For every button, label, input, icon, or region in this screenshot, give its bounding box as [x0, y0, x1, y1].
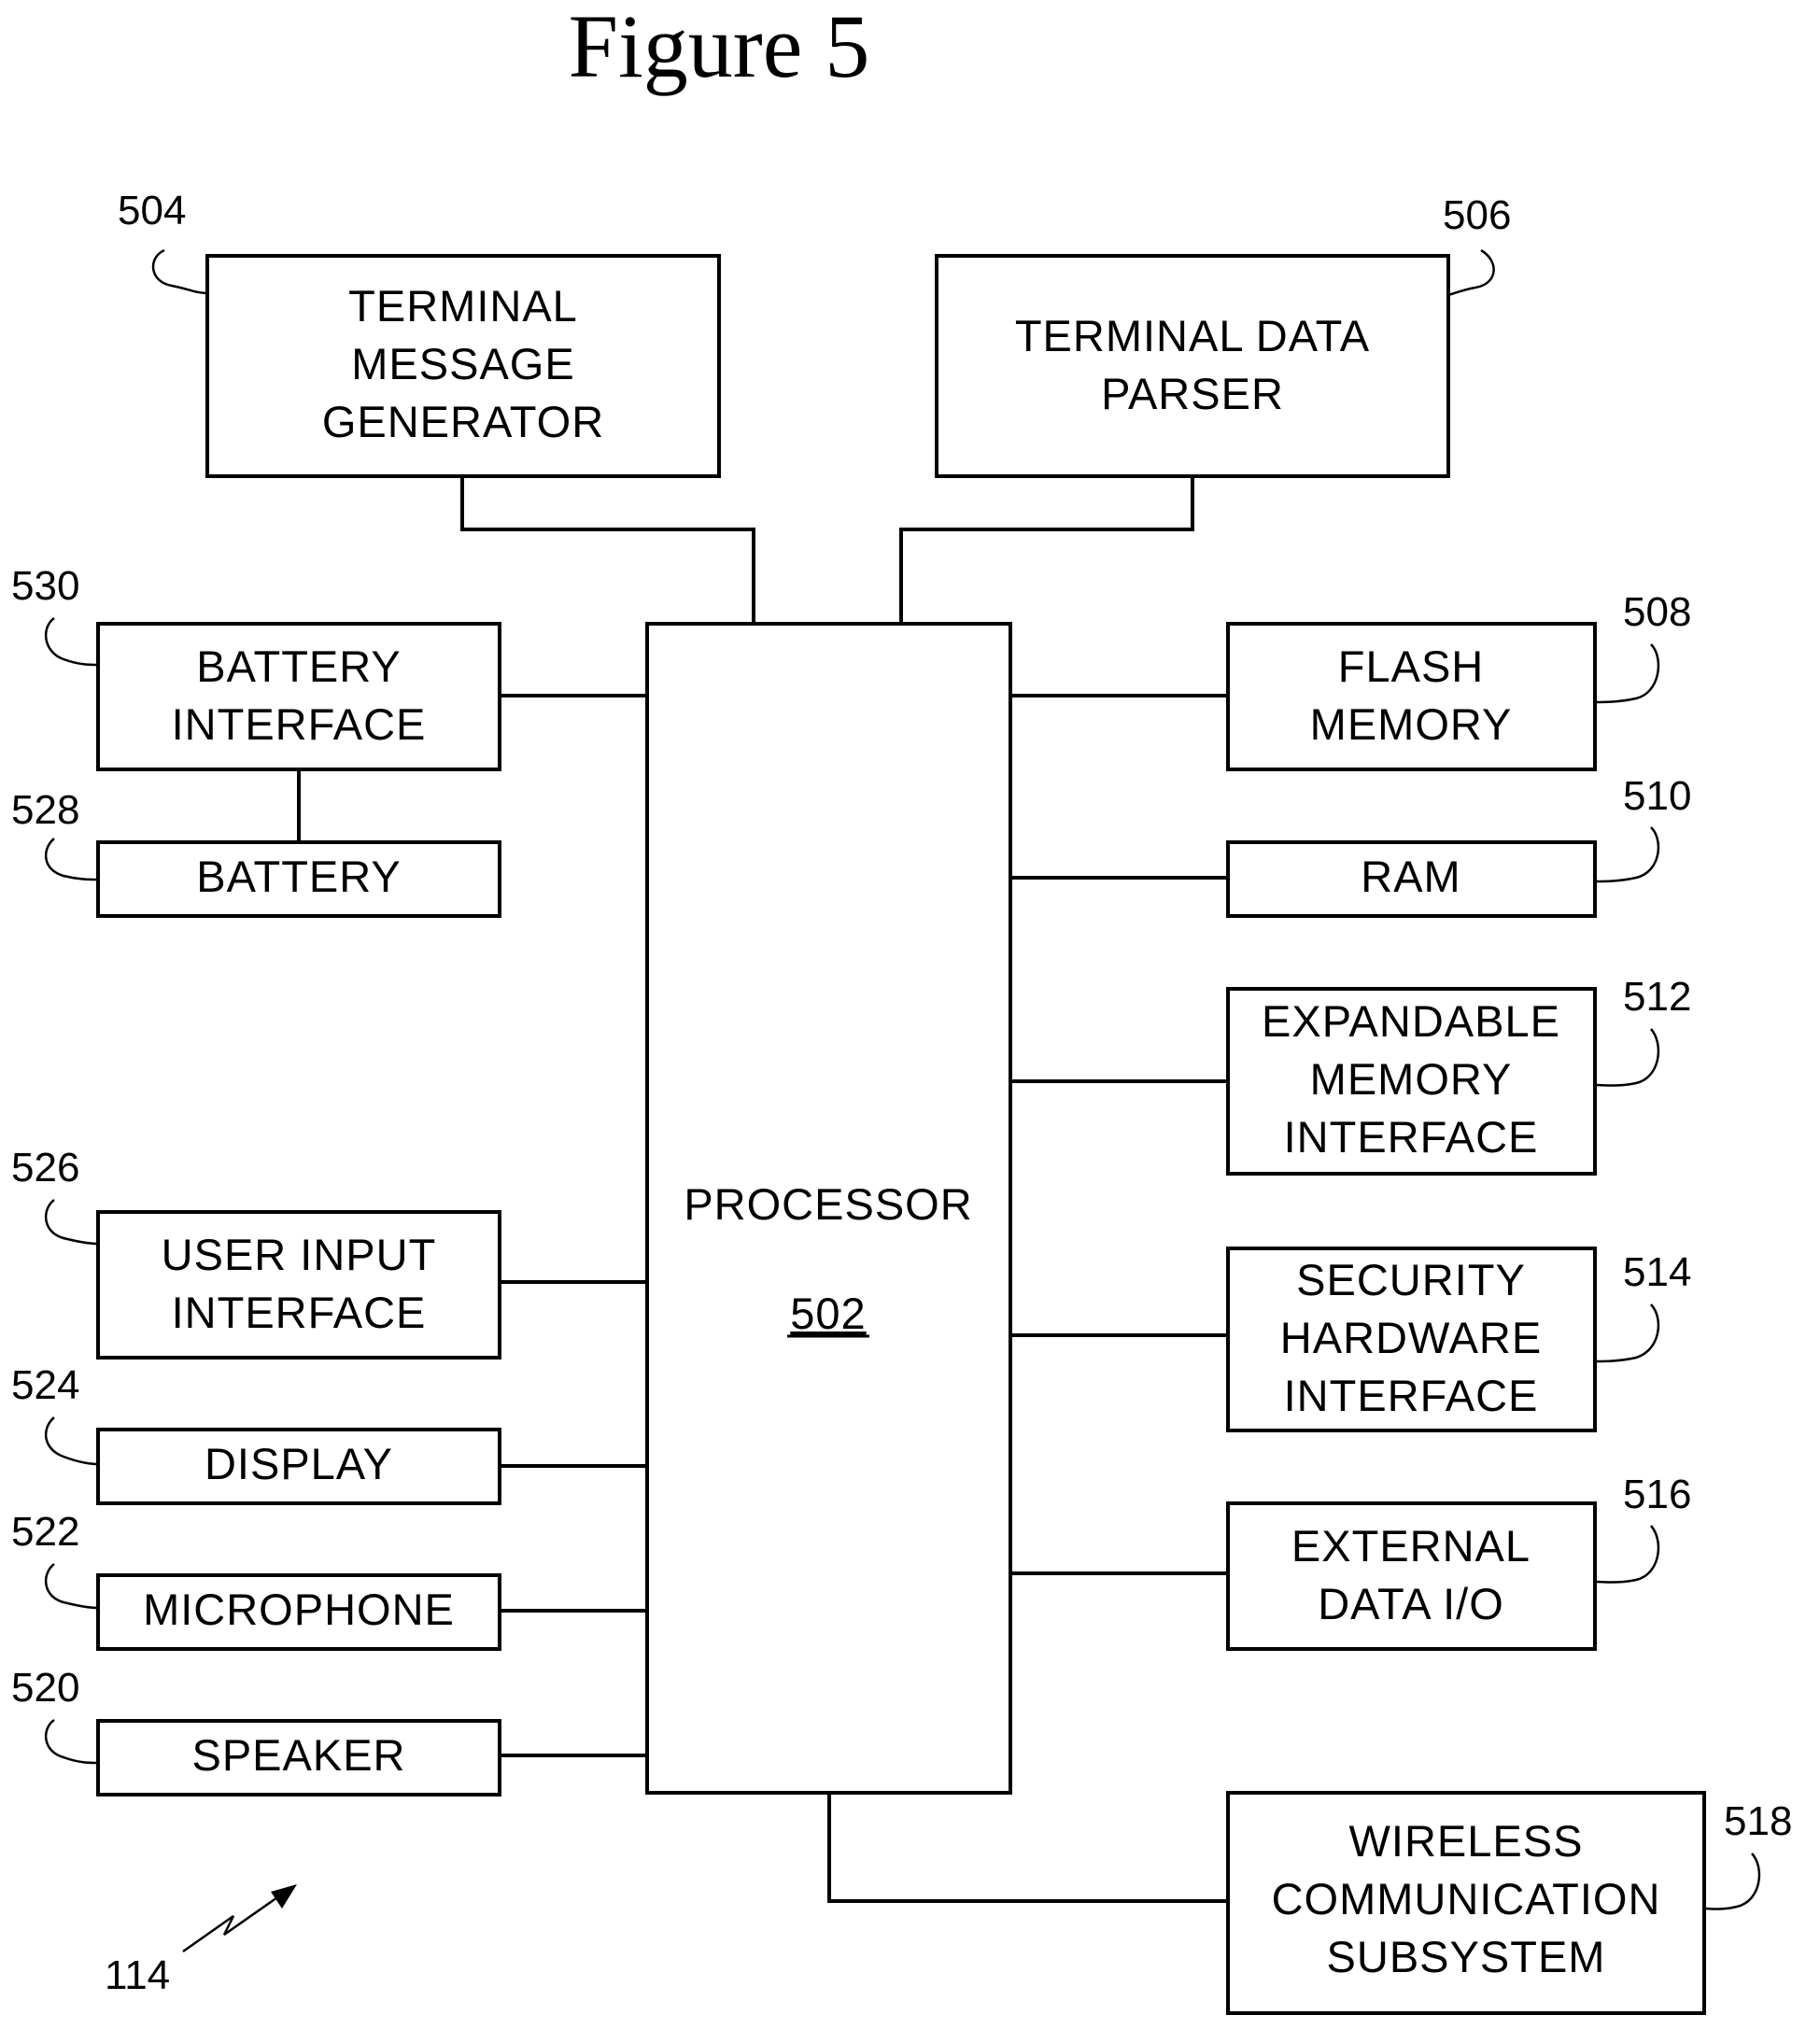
leader-512: [1595, 1029, 1658, 1086]
block-label: EXTERNAL: [1291, 1521, 1531, 1571]
leader-504: [153, 250, 207, 293]
processor-ref: 502: [790, 1289, 866, 1338]
block-label: TERMINAL DATA: [1015, 311, 1370, 360]
block-label: PARSER: [1101, 369, 1284, 418]
ref-number: 516: [1623, 1472, 1691, 1517]
block-label: FLASH: [1338, 641, 1485, 691]
block-520: SPEAKER: [98, 1721, 500, 1795]
wire-504-processor: [462, 476, 754, 624]
block-label: INTERFACE: [1284, 1112, 1539, 1162]
leader-524: [46, 1417, 98, 1464]
block-label: INTERFACE: [1284, 1371, 1539, 1420]
ref-number: 512: [1623, 974, 1691, 1020]
block-label: COMMUNICATION: [1272, 1874, 1661, 1923]
leader-508: [1595, 644, 1658, 702]
block-label: BATTERY: [196, 852, 401, 901]
block-516: EXTERNAL DATA I/O: [1228, 1503, 1595, 1649]
leader-520: [46, 1720, 98, 1763]
block-label: SUBSYSTEM: [1327, 1932, 1606, 1981]
block-label: DISPLAY: [205, 1439, 393, 1488]
block-label: INTERFACE: [172, 1288, 427, 1337]
ref-number: 504: [118, 188, 186, 233]
wire-506-processor: [901, 476, 1192, 624]
leader-528: [46, 838, 98, 880]
block-506: TERMINAL DATA PARSER: [937, 256, 1448, 476]
block-518: WIRELESS COMMUNICATION SUBSYSTEM: [1228, 1793, 1704, 2013]
block-label: MICROPHONE: [143, 1585, 455, 1634]
block-label: EXPANDABLE: [1262, 996, 1560, 1046]
block-label: SPEAKER: [191, 1730, 405, 1780]
block-label: MEMORY: [1310, 1054, 1513, 1104]
leader-514: [1595, 1304, 1658, 1361]
block-530: BATTERY INTERFACE: [98, 624, 500, 769]
leader-516: [1595, 1526, 1658, 1583]
block-label: WIRELESS: [1349, 1816, 1584, 1866]
block-label: SECURITY: [1296, 1255, 1526, 1304]
ref-number: 518: [1724, 1798, 1792, 1844]
block-label: GENERATOR: [322, 397, 604, 446]
ref-number: 508: [1623, 589, 1691, 635]
block-label: USER INPUT: [162, 1230, 437, 1279]
ref-number: 526: [11, 1145, 79, 1191]
leader-522: [46, 1564, 98, 1608]
block-label: HARDWARE: [1280, 1313, 1542, 1362]
processor-label: PROCESSOR: [684, 1179, 972, 1229]
block-label: RAM: [1361, 852, 1460, 901]
block-label: BATTERY: [196, 641, 401, 691]
figure-title: Figure 5: [569, 0, 870, 96]
block-524: DISPLAY: [98, 1430, 500, 1503]
block-label: MESSAGE: [351, 339, 574, 388]
block-504: TERMINAL MESSAGE GENERATOR: [207, 256, 719, 476]
block-514: SECURITY HARDWARE INTERFACE: [1228, 1248, 1595, 1430]
ref-number: 530: [11, 563, 79, 609]
block-526: USER INPUT INTERFACE: [98, 1212, 500, 1358]
leader-510: [1595, 827, 1658, 881]
block-label: MEMORY: [1310, 699, 1513, 749]
ref-number: 520: [11, 1665, 79, 1711]
device-ref-number: 114: [105, 1952, 170, 1998]
block-512: EXPANDABLE MEMORY INTERFACE: [1228, 989, 1595, 1174]
leader-506: [1448, 250, 1494, 295]
device-arrow-head: [271, 1884, 297, 1909]
ref-number: 510: [1623, 773, 1691, 819]
ref-number: 528: [11, 787, 79, 833]
leader-526: [46, 1200, 98, 1244]
leader-518: [1704, 1853, 1759, 1909]
ref-number: 514: [1623, 1249, 1691, 1295]
processor-block: PROCESSOR 502: [647, 624, 1010, 1793]
device-arrow-line: [183, 1895, 280, 1952]
block-label: DATA I/O: [1318, 1579, 1504, 1628]
block-510: RAM: [1228, 842, 1595, 916]
block-528: BATTERY: [98, 842, 500, 916]
device-arrow: [183, 1884, 297, 1952]
leader-530: [46, 618, 98, 665]
block-522: MICROPHONE: [98, 1575, 500, 1649]
ref-number: 506: [1443, 192, 1511, 238]
ref-number: 522: [11, 1509, 79, 1555]
block-label: TERMINAL: [348, 281, 578, 331]
block-label: INTERFACE: [172, 699, 427, 749]
ref-number: 524: [11, 1362, 79, 1408]
block-508: FLASH MEMORY: [1228, 624, 1595, 769]
wire-processor-518: [829, 1793, 1228, 1901]
